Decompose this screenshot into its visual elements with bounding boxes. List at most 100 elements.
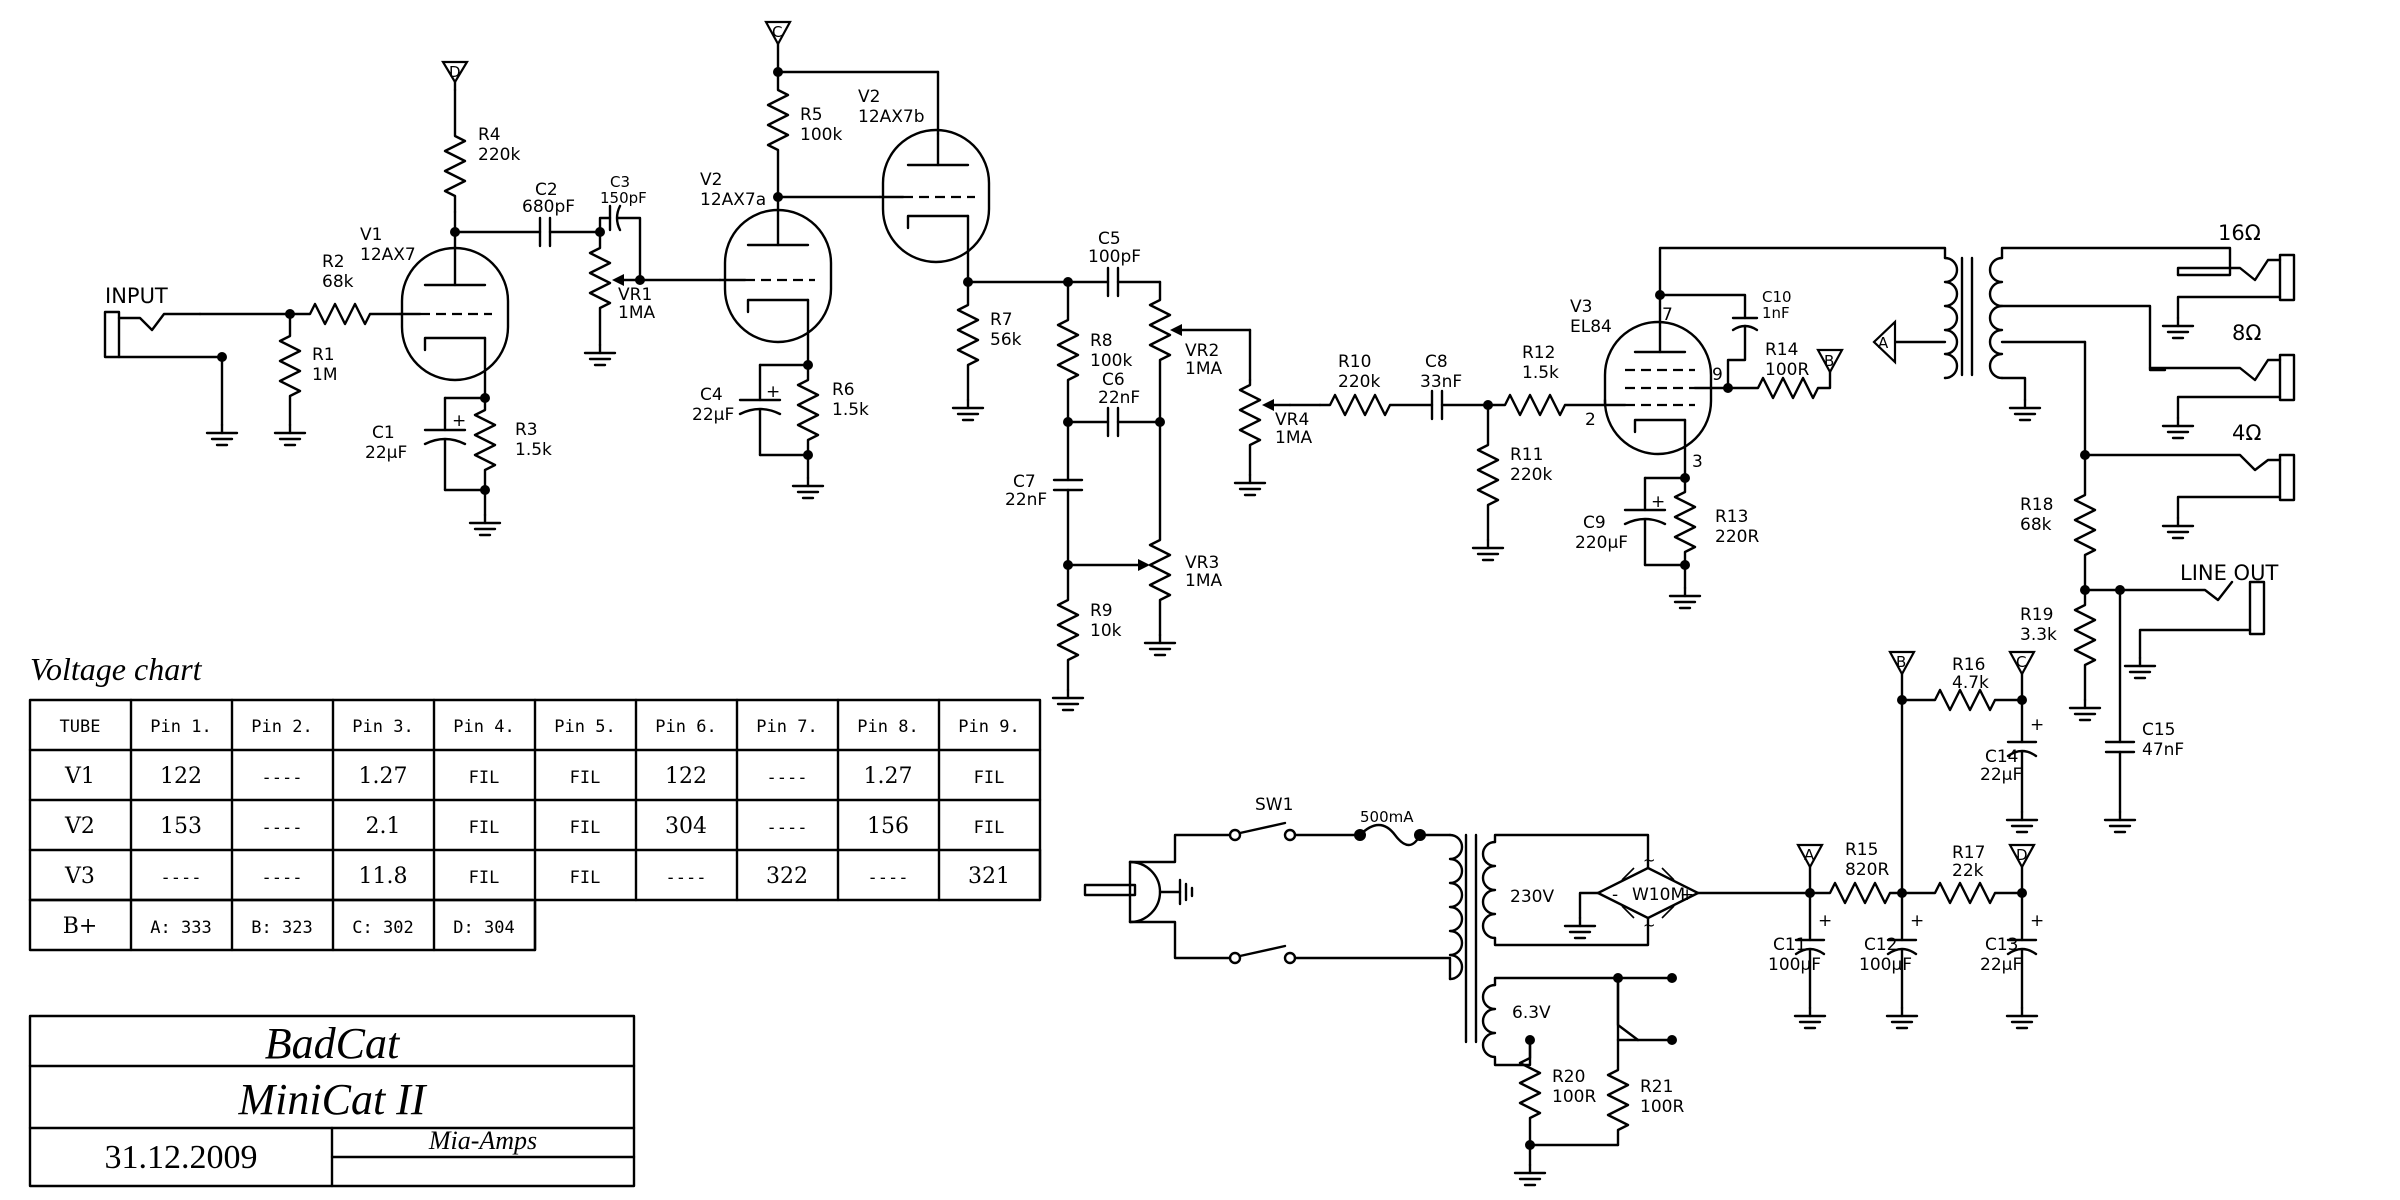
- label-capacitors-12-value: 22µF: [1980, 955, 2022, 975]
- fuse-label: 500mA: [1360, 808, 1414, 826]
- label-voltage_chart-rows-1-3: 2.1: [366, 814, 401, 839]
- label-capacitors-9-ref: C10: [1762, 288, 1792, 306]
- label-pots-3-ref: VR4: [1275, 410, 1309, 430]
- voltage-chart-row: V2 153 ---- 2.1 FIL FIL 304 ---- 156 FIL: [64, 814, 1004, 839]
- label-voltage_chart-headers-8: Pin 8.: [857, 717, 918, 737]
- tube-v1: +: [398, 60, 605, 537]
- rail-c-marker-psu: C: [2016, 653, 2026, 671]
- label-resistors-9-value: 220k: [1338, 372, 1380, 392]
- label-resistors-10-value: 220k: [1510, 465, 1552, 485]
- label-voltage_chart-rows-2-8: ----: [868, 868, 909, 888]
- tone-stack: [1051, 266, 1252, 712]
- label-capacitors-5-value: 22nF: [1098, 388, 1140, 408]
- label-resistors-11-ref: R12: [1522, 343, 1555, 363]
- title-line-1: BadCat: [265, 1019, 401, 1068]
- label-resistors-18-ref: R19: [2020, 605, 2053, 625]
- component-labels: INPUT LINE OUT 16Ω 8Ω 4Ω D C B A A B C D…: [105, 23, 2278, 1117]
- voltage-chart-bplus-row: B+ A: 333 B: 323 C: 302 D: 304: [63, 914, 515, 939]
- label-capacitors-2-ref: C3: [610, 173, 630, 191]
- label-tubes-0-ref: V1: [360, 225, 382, 245]
- input-stage: [103, 302, 402, 447]
- label-voltage_chart-rows-0-9: FIL: [974, 768, 1005, 788]
- title-block: BadCat MiniCat II 31.12.2009 Mia-Amps: [28, 1014, 636, 1188]
- label-pots-2-value: 1MA: [1185, 571, 1222, 591]
- title-line-2: MiniCat II: [238, 1075, 428, 1124]
- label-voltage_chart-headers-2: Pin 2.: [251, 717, 312, 737]
- label-voltage_chart-headers-7: Pin 7.: [756, 717, 817, 737]
- label-voltage_chart-headers-1: Pin 1.: [150, 717, 211, 737]
- label-capacitors-6-value: 22nF: [1005, 490, 1047, 510]
- label-resistors-1-value: 68k: [322, 272, 354, 292]
- label-capacitors-3-value: 22µF: [692, 405, 734, 425]
- label-resistors-16-value: 22k: [1952, 861, 1984, 881]
- line-out-label: LINE OUT: [2180, 561, 2278, 585]
- title-date: 31.12.2009: [105, 1139, 258, 1176]
- label-resistors-0-value: 1M: [312, 365, 337, 385]
- label-resistors-14-value: 820R: [1845, 860, 1889, 880]
- line-out-stage: [2068, 453, 2266, 834]
- label-resistors-19-ref: R20: [1552, 1067, 1585, 1087]
- label-resistors-13-ref: R14: [1765, 340, 1798, 360]
- label-tube_pins-3: 3: [1692, 452, 1703, 472]
- primary-voltage-label: 230V: [1510, 887, 1554, 907]
- label-tubes-2-ref: V2: [858, 87, 880, 107]
- label-resistors-5-value: 1.5k: [832, 400, 869, 420]
- label-pots-0-ref: VR1: [618, 285, 652, 305]
- voltage-chart-row: V3 ---- ---- 11.8 FIL FIL ---- 322 ---- …: [64, 864, 1010, 889]
- tube-v2b: [878, 128, 1070, 422]
- label-resistors-19-value: 100R: [1552, 1087, 1596, 1107]
- label-voltage_chart-bplus_label: B+: [63, 914, 98, 939]
- label-capacitors-1-value: 680pF: [522, 197, 575, 217]
- label-capacitors-14-value: 47nF: [2142, 740, 2184, 760]
- label-power-tilde: ~: [1643, 916, 1656, 934]
- tube-v2a: +: [718, 20, 940, 500]
- label-voltage_chart-rows-2-7: 322: [766, 864, 808, 889]
- label-voltage_chart-rows-1-6: 304: [665, 814, 707, 839]
- label-tube_pins-1: 9: [1712, 365, 1723, 385]
- label-capacitors-2-value: 150pF: [600, 189, 647, 207]
- label-capacitors-8-ref: C9: [1583, 513, 1606, 533]
- label-voltage_chart-headers-6: Pin 6.: [655, 717, 716, 737]
- label-capacitors-1-ref: C2: [535, 180, 558, 200]
- label-resistors-4-value: 100k: [800, 125, 842, 145]
- svg-text:+: +: [452, 411, 466, 431]
- label-resistors-13-value: 100R: [1765, 360, 1809, 380]
- label-capacitors-11-ref: C12: [1864, 935, 1898, 955]
- label-resistors-5-ref: R6: [832, 380, 855, 400]
- label-resistors-15-ref: R16: [1952, 655, 1985, 675]
- label-voltage_chart-rows-1-0: V2: [64, 814, 95, 839]
- label-voltage_chart-rows-0-4: FIL: [469, 768, 500, 788]
- label-resistors-3-ref: R4: [478, 125, 501, 145]
- voltage-chart-title: Voltage chart: [30, 651, 203, 687]
- label-resistors-4-ref: R5: [800, 105, 823, 125]
- svg-text:+: +: [2030, 911, 2044, 931]
- label-voltage_chart-bplus-0: A: 333: [150, 918, 211, 938]
- label-voltage_chart-rows-2-2: ----: [262, 868, 303, 888]
- label-voltage_chart-rows-0-0: V1: [64, 764, 95, 789]
- label-resistors-12-ref: R13: [1715, 507, 1748, 527]
- label-voltage_chart-rows-1-5: FIL: [570, 818, 601, 838]
- label-capacitors-14-ref: C15: [2142, 720, 2176, 740]
- label-resistors-17-ref: R18: [2020, 495, 2053, 515]
- label-power-rect_plus: +: [1680, 885, 1694, 905]
- label-voltage_chart-rows-2-4: FIL: [469, 868, 500, 888]
- label-resistors-6-value: 56k: [990, 330, 1022, 350]
- voltage-chart-header: TUBE Pin 1. Pin 2. Pin 3. Pin 4. Pin 5. …: [60, 717, 1020, 737]
- label-voltage_chart-rows-0-1: 122: [160, 764, 202, 789]
- label-voltage_chart-rows-1-2: ----: [262, 818, 303, 838]
- label-capacitors-5-ref: C6: [1102, 370, 1125, 390]
- label-voltage_chart-rows-2-1: ----: [161, 868, 202, 888]
- rail-b-marker: B: [1824, 352, 1834, 370]
- rail-a-marker-psu: A: [1804, 846, 1815, 864]
- label-resistors-2-ref: R3: [515, 420, 538, 440]
- label-voltage_chart-bplus-1: B: 323: [251, 918, 312, 938]
- label-voltage_chart-rows-2-6: ----: [666, 868, 707, 888]
- label-capacitors-10-value: 100µF: [1768, 955, 1821, 975]
- label-tubes-3-type: EL84: [1570, 317, 1612, 337]
- label-pots-0-value: 1MA: [618, 303, 655, 323]
- label-resistors-18-value: 3.3k: [2020, 625, 2057, 645]
- gain-control-vr1: [583, 204, 722, 367]
- label-capacitors-0-ref: C1: [372, 423, 395, 443]
- rail-d-marker: D: [449, 63, 461, 81]
- label-voltage_chart-headers-5: Pin 5.: [554, 717, 615, 737]
